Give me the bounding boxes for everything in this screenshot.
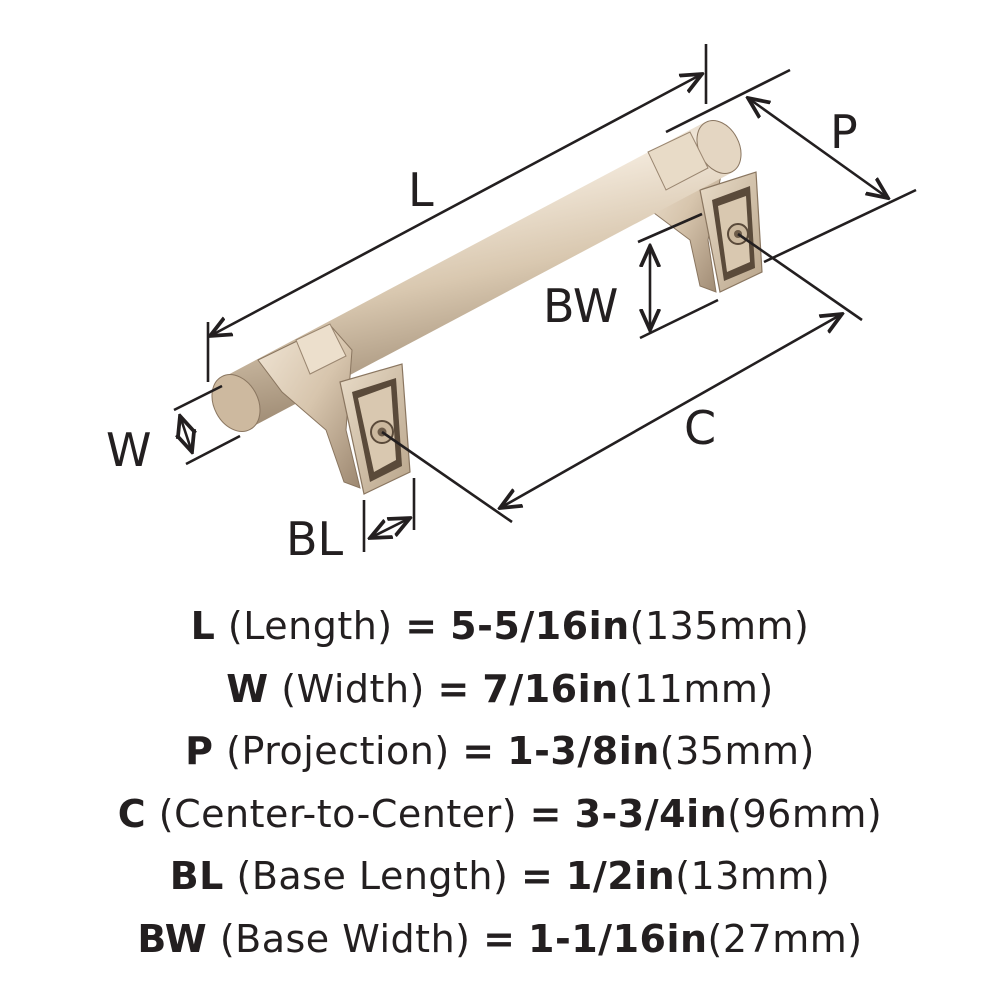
dim-L-line bbox=[210, 74, 702, 336]
spec-equals: = bbox=[462, 729, 495, 773]
spec-key: P bbox=[185, 729, 214, 773]
spec-equals: = bbox=[483, 916, 516, 961]
spec-inch-value: 1/2in bbox=[565, 854, 676, 898]
dimension-lines bbox=[173, 44, 917, 552]
dim-W-line bbox=[180, 416, 192, 452]
spec-key: W bbox=[226, 666, 269, 711]
dim-BW-ext-top bbox=[637, 212, 703, 244]
spec-mm-value: (27mm) bbox=[707, 916, 863, 961]
spec-name: (Base Width) bbox=[219, 916, 471, 961]
pull-handle bbox=[211, 120, 763, 495]
spec-key: C bbox=[117, 791, 147, 836]
dim-label-C: C bbox=[684, 401, 716, 455]
spec-mm-value: (96mm) bbox=[727, 791, 883, 836]
dim-P-ext-bottom bbox=[763, 188, 917, 264]
spec-mm-value: (13mm) bbox=[675, 854, 831, 898]
spec-center-to-center: C (Center-to-Center) = 3-3/4in(96mm) bbox=[0, 783, 1000, 846]
spec-name: (Projection) bbox=[226, 729, 450, 773]
spec-base-width: BW (Base Width) = 1-1/16in(27mm) bbox=[0, 908, 1000, 971]
dim-label-BW: BW bbox=[543, 279, 618, 333]
spec-key: BL bbox=[169, 854, 224, 898]
spec-inch-value: 1-1/16in bbox=[528, 916, 708, 961]
spec-equals: = bbox=[405, 604, 438, 648]
spec-inch-value: 5-5/16in bbox=[450, 604, 630, 648]
specifications-list: L (Length) = 5-5/16in(135mm) W (Width) =… bbox=[0, 595, 1000, 970]
spec-inch-value: 7/16in bbox=[482, 666, 619, 711]
spec-projection: P (Projection) = 1-3/8in(35mm) bbox=[0, 720, 1000, 783]
spec-length: L (Length) = 5-5/16in(135mm) bbox=[0, 595, 1000, 658]
spec-key: BW bbox=[137, 916, 208, 961]
spec-mm-value: (35mm) bbox=[659, 729, 815, 773]
dim-label-W: W bbox=[106, 423, 151, 477]
dim-W-ext-top bbox=[173, 384, 223, 412]
spec-mm-value: (11mm) bbox=[618, 666, 774, 711]
dim-C-ext-left bbox=[381, 430, 513, 524]
spec-name: (Base Length) bbox=[236, 854, 509, 898]
spec-inch-value: 1-3/8in bbox=[507, 729, 660, 773]
dim-C-line bbox=[500, 314, 842, 508]
spec-name: (Width) bbox=[281, 666, 425, 711]
dim-P-ext-top bbox=[665, 68, 791, 134]
dim-label-BL: BL bbox=[286, 512, 344, 566]
dim-label-L: L bbox=[408, 163, 434, 217]
dim-label-P: P bbox=[830, 105, 858, 159]
front-post bbox=[257, 323, 411, 495]
spec-name: (Center-to-Center) bbox=[158, 791, 518, 836]
spec-inch-value: 3-3/4in bbox=[574, 791, 728, 836]
spec-mm-value: (135mm) bbox=[629, 604, 810, 648]
dim-BL-line bbox=[370, 518, 410, 538]
spec-key: L bbox=[190, 604, 216, 648]
spec-width: W (Width) = 7/16in(11mm) bbox=[0, 658, 1000, 721]
dim-W-ext-bottom bbox=[185, 434, 241, 466]
spec-name: (Length) bbox=[227, 604, 393, 648]
spec-equals: = bbox=[437, 666, 470, 711]
spec-base-length: BL (Base Length) = 1/2in(13mm) bbox=[0, 845, 1000, 908]
dim-BW-ext-bottom bbox=[639, 298, 719, 340]
spec-equals: = bbox=[529, 791, 562, 836]
cabinet-pull-diagram: L P BW C W BL bbox=[106, 44, 917, 566]
spec-equals: = bbox=[520, 854, 554, 898]
dim-P-line bbox=[748, 98, 888, 198]
dim-C-ext-right bbox=[737, 232, 863, 322]
